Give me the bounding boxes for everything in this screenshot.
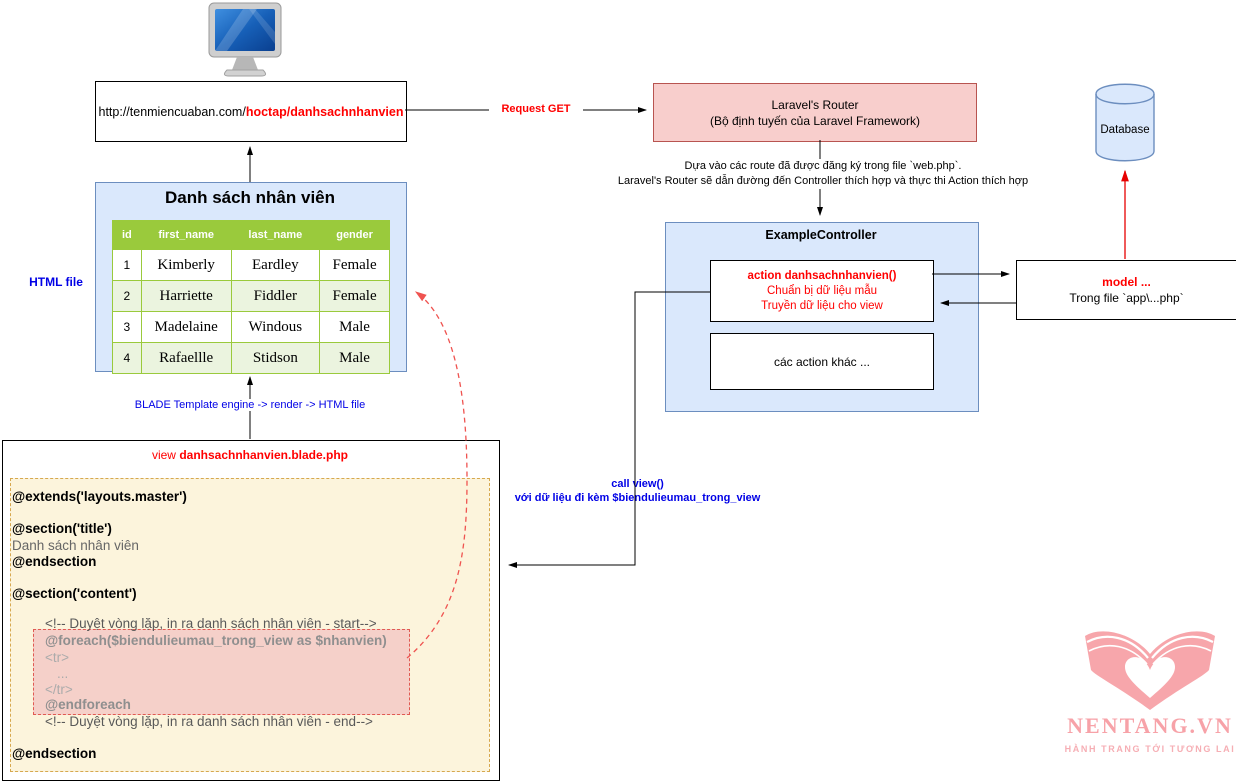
- url-path: hoctap/danhsachnhanvien: [245, 104, 404, 119]
- laravel-router-box: Laravel's Router (Bộ định tuyến của Lara…: [653, 83, 977, 142]
- action-desc-2: Truyền dữ liệu cho view: [761, 299, 883, 312]
- nentang-logo-name: NENTANG.VN: [1067, 713, 1233, 738]
- router-subtitle: (Bộ định tuyến của Laravel Framework): [709, 113, 921, 128]
- table-row: 1 Kimberly Eardley Female: [112, 249, 390, 281]
- code-dots: ...: [57, 666, 69, 681]
- router-title: Laravel's Router: [771, 97, 859, 112]
- code-extends: @extends('layouts.master'): [12, 489, 187, 504]
- call-view-label: call view() với dữ liệu đi kèm $bienduli…: [514, 478, 761, 504]
- code-tr-open: <tr>: [45, 650, 70, 665]
- browser-url-box: http://tenmiencuaban.com/hoctap/danhsach…: [95, 81, 407, 142]
- employee-table-title: Danh sách nhân viên: [164, 188, 336, 207]
- code-comment-start: <!-- Duyệt vòng lặp, in ra danh sách nhâ…: [45, 616, 377, 631]
- code-foreach: @foreach($biendulieumau_trong_view as $n…: [45, 633, 387, 648]
- computer-monitor-icon: [208, 2, 282, 77]
- request-get-label: Request GET: [489, 103, 583, 115]
- code-endforeach: @endforeach: [45, 697, 131, 712]
- table-row: 2 Harriette Fiddler Female: [112, 280, 390, 312]
- nentang-logo-tagline: HÀNH TRANG TỚI TƯƠNG LAI: [1064, 744, 1236, 754]
- code-endsection-1: @endsection: [12, 554, 97, 569]
- action-name: action danhsachnhanvien(): [747, 269, 897, 282]
- action-desc-1: Chuẩn bị dữ liệu mẫu: [767, 284, 877, 297]
- html-file-label: HTML file: [29, 275, 83, 289]
- header-gender: gender: [319, 220, 390, 250]
- blade-engine-label: BLADE Template engine -> render -> HTML …: [62, 399, 438, 411]
- url-prefix: http://tenmiencuaban.com/: [98, 104, 246, 119]
- code-endsection-2: @endsection: [12, 746, 97, 761]
- view-title: view danhsachnhanvien.blade.php: [151, 448, 349, 462]
- other-actions-box: các action khác ...: [710, 333, 934, 390]
- model-file: Trong file `app\...php`: [1069, 291, 1184, 305]
- code-section-title: @section('title'): [12, 521, 112, 536]
- code-title-content: Danh sách nhân viên: [12, 538, 139, 553]
- code-tr-close: </tr>: [45, 682, 73, 697]
- nentang-book-heart-icon: [1085, 631, 1215, 710]
- table-row: 3 Madelaine Windous Male: [112, 311, 390, 343]
- router-note: Dựa vào các route đã được đăng ký trong …: [608, 159, 1038, 189]
- header-id: id: [112, 220, 142, 250]
- view-file-name: danhsachnhanvien.blade.php: [179, 448, 349, 462]
- action-danhsachnhanvien-box: action danhsachnhanvien() Chuẩn bị dữ li…: [710, 260, 934, 322]
- database-cylinder-icon: [1095, 83, 1155, 162]
- model-box: model ... Trong file `app\...php`: [1016, 260, 1236, 320]
- code-comment-end: <!-- Duyệt vòng lặp, in ra danh sách nhâ…: [45, 714, 373, 729]
- code-section-content: @section('content'): [12, 586, 137, 601]
- controller-title: ExampleController: [765, 228, 877, 242]
- header-last-name: last_name: [230, 220, 321, 250]
- table-header-row: id first_name last_name gender: [112, 220, 390, 250]
- database-label: Database: [1100, 124, 1150, 136]
- header-first-name: first_name: [140, 220, 232, 250]
- employee-table: id first_name last_name gender 1 Kimberl…: [112, 220, 390, 374]
- foreach-highlight-box: [33, 629, 410, 715]
- model-title: model ...: [1102, 275, 1151, 289]
- table-row: 4 Rafaellle Stidson Male: [112, 342, 390, 374]
